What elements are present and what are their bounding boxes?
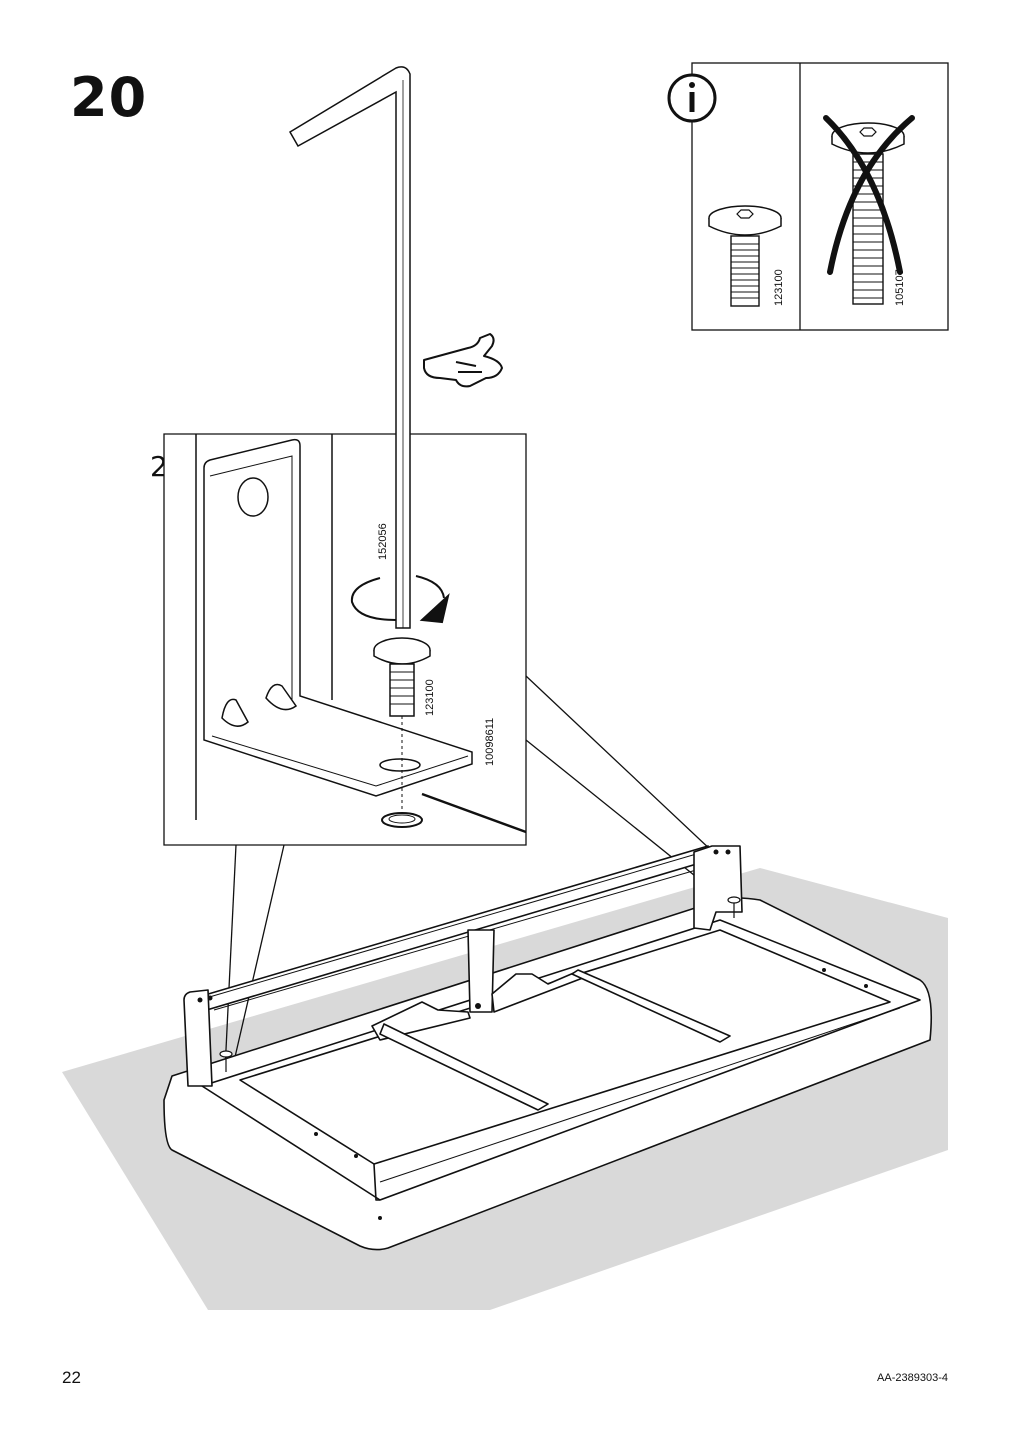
screw-label: 123100	[424, 679, 436, 716]
page-number: 22	[62, 1368, 81, 1387]
allen-key-icon	[288, 66, 411, 629]
detail-bracket	[195, 434, 527, 834]
document-code: AA-2389303-4	[877, 1372, 948, 1384]
frame-screw-icon	[219, 896, 741, 1072]
cross-out-icon	[823, 115, 915, 275]
pointing-hand-icon	[423, 333, 503, 388]
frame-bolts	[197, 849, 868, 1220]
allen-key-label: 152056	[377, 523, 389, 560]
rotate-arrow-icon	[350, 575, 450, 624]
info-panel	[667, 62, 949, 331]
step-number: 20	[70, 66, 148, 129]
detail-screw-icon	[373, 637, 431, 814]
sofa-frame	[163, 845, 933, 1251]
insert-label: 10098611	[484, 718, 496, 766]
correct-screw-label: 123100	[773, 269, 785, 306]
wrong-screw-label: 105107	[894, 269, 906, 306]
correct-screw-icon	[708, 205, 782, 307]
info-icon	[667, 73, 717, 123]
